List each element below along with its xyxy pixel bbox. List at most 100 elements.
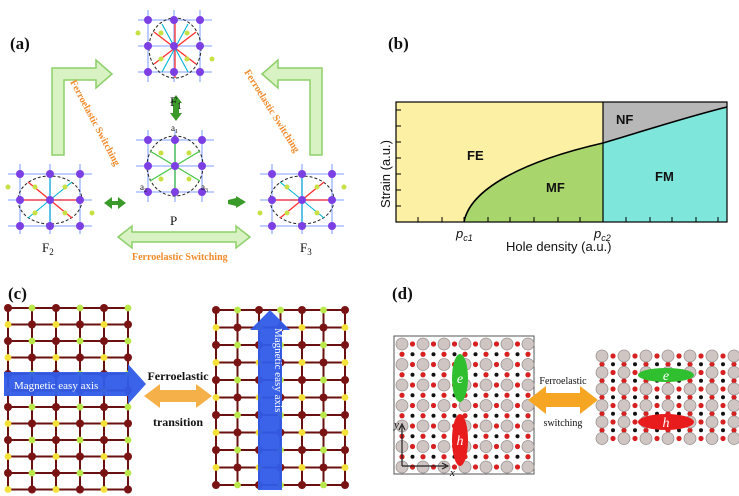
atom [4, 420, 12, 427]
panel-a: (a) [0, 0, 370, 275]
atom [504, 372, 510, 378]
atom [599, 427, 605, 433]
atom [493, 423, 500, 429]
atom [709, 378, 715, 384]
tick-label-pc1: pc1 [455, 226, 473, 243]
easy-axis-label-left: Magnetic easy axis [14, 380, 98, 392]
atom [431, 352, 436, 357]
atom [451, 464, 458, 470]
atom [473, 454, 478, 459]
atom [677, 411, 681, 416]
atom [234, 481, 241, 489]
atom [298, 481, 306, 489]
atom [298, 411, 306, 419]
panel-a-label: (a) [10, 34, 30, 53]
atom [4, 453, 12, 460]
atom [395, 358, 409, 371]
atom [4, 486, 12, 493]
panel-d-label: (d) [392, 284, 413, 303]
atom [441, 413, 447, 419]
lattice-p [132, 126, 218, 206]
atom [483, 372, 489, 378]
atom [521, 358, 535, 371]
atom [521, 337, 535, 351]
state-label-f2: F2 [42, 240, 54, 257]
atom [699, 428, 703, 433]
atom [100, 420, 108, 427]
atom [676, 386, 682, 392]
atom [341, 446, 349, 454]
atom [341, 306, 349, 314]
atom [473, 372, 478, 377]
switch-label-bottom: Ferroelastic Switching [132, 252, 228, 263]
switching-label-1: Ferroelastic [539, 376, 587, 387]
atom [234, 341, 241, 349]
atom [643, 427, 649, 433]
atom [416, 419, 430, 433]
atom [28, 304, 36, 312]
atom [441, 392, 447, 398]
atom [709, 411, 715, 417]
atom [420, 351, 426, 357]
atom [493, 341, 500, 347]
atom [493, 464, 500, 470]
lattice-f1 [134, 6, 216, 86]
atom [341, 376, 349, 384]
atom [683, 382, 697, 396]
region-fe [396, 102, 603, 222]
atom [731, 361, 737, 367]
atom [124, 304, 132, 312]
atom [698, 402, 704, 409]
atom [430, 464, 437, 470]
atom [611, 378, 615, 383]
atom [52, 436, 60, 444]
atom [633, 395, 637, 400]
atom [720, 435, 726, 442]
atom [76, 320, 84, 329]
atom [341, 429, 349, 436]
lattice-f2 [4, 160, 96, 238]
atom [687, 394, 693, 400]
atom [721, 428, 725, 433]
atom [709, 361, 715, 367]
atom [479, 358, 493, 371]
atom [705, 366, 719, 379]
atom [599, 411, 605, 417]
atom [212, 341, 220, 349]
atom [298, 429, 306, 436]
region-label-fe: FE [467, 148, 484, 163]
atom [212, 446, 220, 454]
atom [320, 411, 327, 419]
atom [430, 361, 437, 368]
atom [661, 349, 675, 363]
atom [437, 358, 451, 371]
atom [320, 306, 327, 314]
atom [410, 372, 415, 377]
atom [416, 378, 430, 392]
atom [617, 382, 631, 396]
atom [298, 341, 306, 349]
panel-a-figure: F1 P F2 F3 a1 a2 a3 Ferroelastic Switchi… [4, 6, 348, 263]
atom [52, 321, 60, 328]
atom [441, 351, 447, 357]
atom [409, 423, 416, 429]
atom [212, 464, 220, 471]
atom [621, 394, 627, 400]
atom [395, 399, 409, 412]
atom [410, 434, 415, 439]
atom [409, 361, 416, 368]
atom [633, 362, 637, 367]
atom [687, 361, 693, 367]
atom [632, 435, 638, 442]
region-label-nf: NF [616, 112, 633, 127]
atom [621, 378, 627, 384]
atom [643, 394, 649, 400]
x-axis-label: Hole density (a.u.) [506, 239, 612, 254]
atom [661, 399, 675, 412]
atom [430, 341, 437, 347]
atom [52, 337, 60, 345]
atom [515, 372, 520, 377]
atom [451, 341, 458, 347]
atom [76, 403, 84, 411]
atom [493, 382, 500, 388]
